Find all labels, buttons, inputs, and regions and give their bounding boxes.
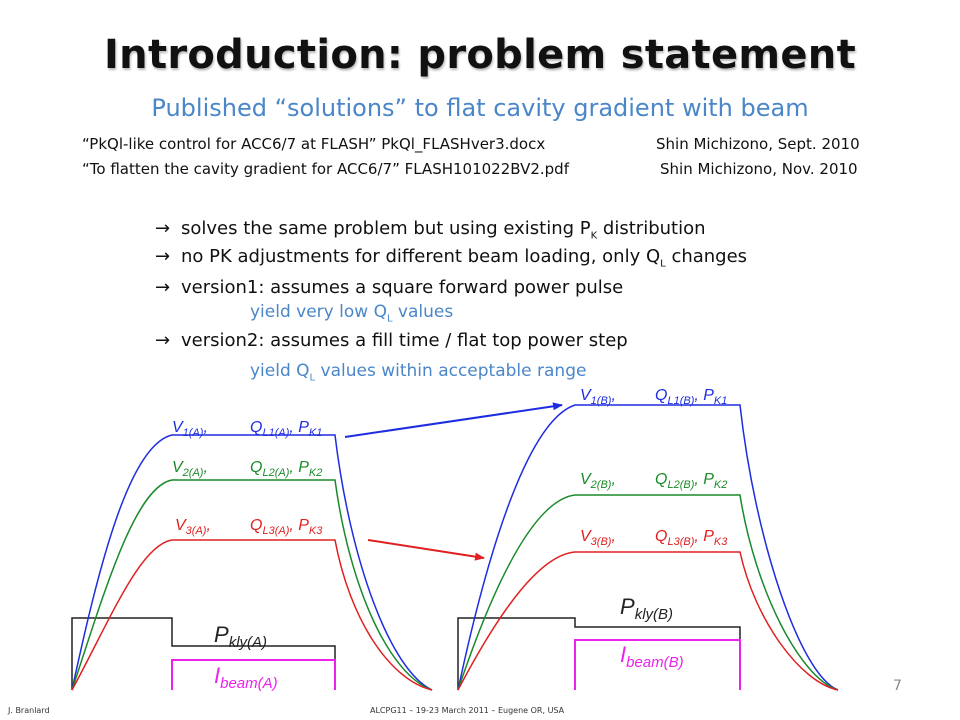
v3-b-trace [457, 551, 839, 691]
pkly-a-trace [71, 617, 336, 690]
label-v1-b: V1(B), [580, 387, 616, 407]
slide-subtitle: Published “solutions” to flat cavity gra… [151, 94, 809, 122]
note-1: yield very low QL values [250, 302, 454, 325]
label-pkly-b: Pkly(B) [620, 594, 673, 623]
v2-a-trace [71, 479, 433, 691]
v1-a-trace [71, 434, 433, 691]
label-v2-a: V2(A), [172, 459, 208, 479]
panel-b: V1(B), QL1(B), PK1 V2(B), QL2(B), PK2 V3… [457, 387, 839, 691]
footer-author: J. Branlard [8, 706, 50, 715]
label-v3-a: V3(A), [175, 517, 211, 537]
label-q3-p3-a: QL3(A), PK3 [250, 517, 323, 537]
bullet-3: →version1: assumes a square forward powe… [155, 277, 624, 298]
v2-b-trace [457, 494, 839, 691]
label-ibeam-b: Ibeam(B) [620, 642, 684, 671]
arrow-red-a-to-b [367, 539, 485, 561]
arrow-right-icon: → [155, 330, 171, 351]
v1-b-trace [457, 404, 839, 691]
ibeam-b-trace [574, 639, 741, 690]
label-q2-p2-b: QL2(B), PK2 [655, 471, 727, 491]
label-v1-a: V1(A), [172, 419, 208, 439]
arrow-right-icon: → [155, 246, 171, 267]
v3-a-trace [71, 539, 433, 691]
note-2: yield QL values within acceptable range [250, 361, 587, 384]
pkly-b-trace [457, 617, 741, 690]
reference-2-author: Shin Michizono, Nov. 2010 [660, 160, 858, 178]
label-q1-p1-a: QL1(A), PK1 [250, 419, 322, 439]
label-ibeam-a: Ibeam(A) [214, 663, 278, 692]
reference-1-author: Shin Michizono, Sept. 2010 [656, 135, 860, 153]
label-pkly-a: Pkly(A) [214, 622, 267, 651]
panel-a: V1(A), QL1(A), PK1 V2(A), QL2(A), PK2 V3… [71, 419, 433, 692]
bullet-1: →solves the same problem but using exist… [155, 218, 706, 242]
label-q3-p3-b: QL3(B), PK3 [655, 528, 728, 548]
page-number: 7 [893, 678, 902, 694]
bullet-2: →no PK adjustments for different beam lo… [155, 246, 748, 270]
label-v2-b: V2(B), [580, 471, 616, 491]
reference-1-doc: “PkQl-like control for ACC6/7 at FLASH” … [82, 135, 546, 153]
arrow-right-icon: → [155, 218, 171, 239]
bullet-4: →version2: assumes a fill time / flat to… [155, 330, 628, 351]
label-v3-b: V3(B), [580, 528, 616, 548]
label-q1-p1-b: QL1(B), PK1 [655, 387, 727, 407]
ibeam-a-trace [171, 659, 336, 690]
reference-2-doc: “To flatten the cavity gradient for ACC6… [82, 160, 569, 178]
label-q2-p2-a: QL2(A), PK2 [250, 459, 322, 479]
footer-event: ALCPG11 – 19-23 March 2011 – Eugene OR, … [370, 706, 565, 715]
arrow-right-icon: → [155, 277, 171, 298]
slide-title: Introduction: problem statement [103, 32, 856, 78]
arrow-blue-a-to-b [344, 402, 563, 438]
